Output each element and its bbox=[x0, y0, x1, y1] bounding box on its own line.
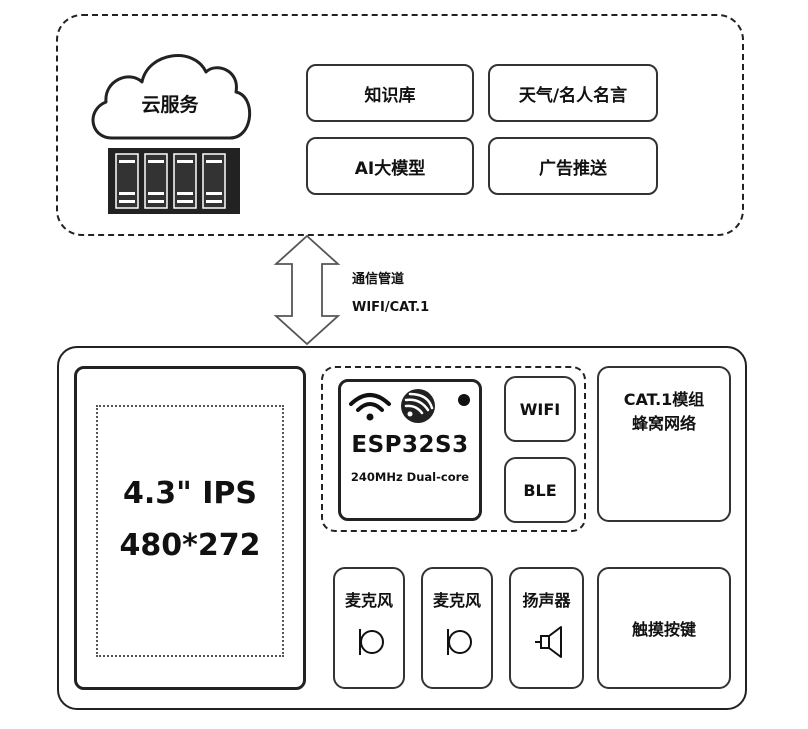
pipe-protocol-label: WIFI/CAT.1 bbox=[352, 300, 430, 315]
service-ai-model: AI大模型 bbox=[306, 137, 474, 195]
status-dot-icon bbox=[458, 394, 470, 406]
bidirectional-arrow-icon bbox=[273, 234, 341, 346]
service-knowledge-base: 知识库 bbox=[306, 64, 474, 122]
microphone-icon bbox=[359, 629, 384, 655]
screen-size-label: 4.3" IPS bbox=[123, 476, 257, 511]
microphone-module-2: 麦克风 bbox=[421, 567, 493, 689]
speaker-icon bbox=[535, 626, 562, 658]
screen-module bbox=[74, 366, 306, 690]
cloud-services-group bbox=[56, 14, 744, 236]
chip-title: ESP32S3 bbox=[351, 432, 469, 458]
cat1-title: CAT.1模组 bbox=[623, 390, 705, 409]
soc-group bbox=[321, 366, 586, 532]
cat1-subtitle: 蜂窝网络 bbox=[631, 414, 696, 433]
esp32s3-chip bbox=[338, 379, 482, 521]
espressif-logo-icon bbox=[401, 389, 435, 423]
chip-subtitle: 240MHz Dual-core bbox=[350, 470, 470, 484]
microphone-module-1: 麦克风 bbox=[333, 567, 405, 689]
screen-resolution-label: 480*272 bbox=[119, 528, 261, 563]
ble-module: BLE bbox=[504, 457, 576, 523]
microphone-label-2: 麦克风 bbox=[432, 591, 481, 610]
service-ad-push: 广告推送 bbox=[488, 137, 658, 195]
touch-keys-module: 触摸按键 bbox=[597, 567, 731, 689]
wifi-icon bbox=[349, 393, 391, 412]
microphone-label-1: 麦克风 bbox=[344, 591, 393, 610]
speaker-module: 扬声器 bbox=[509, 567, 584, 689]
chip-icons bbox=[349, 389, 470, 423]
cat1-module: CAT.1模组 蜂窝网络 bbox=[597, 366, 731, 522]
service-weather-quotes: 天气/名人名言 bbox=[488, 64, 658, 122]
cloud-label: 云服务 bbox=[141, 94, 199, 116]
speaker-label: 扬声器 bbox=[522, 591, 571, 610]
microphone-icon bbox=[447, 629, 472, 655]
device-board bbox=[57, 346, 747, 710]
pipe-label: 通信管道 bbox=[352, 272, 405, 287]
cloud-server-icon bbox=[91, 54, 251, 214]
screen-display-area bbox=[96, 405, 284, 657]
wifi-module: WIFI bbox=[504, 376, 576, 442]
